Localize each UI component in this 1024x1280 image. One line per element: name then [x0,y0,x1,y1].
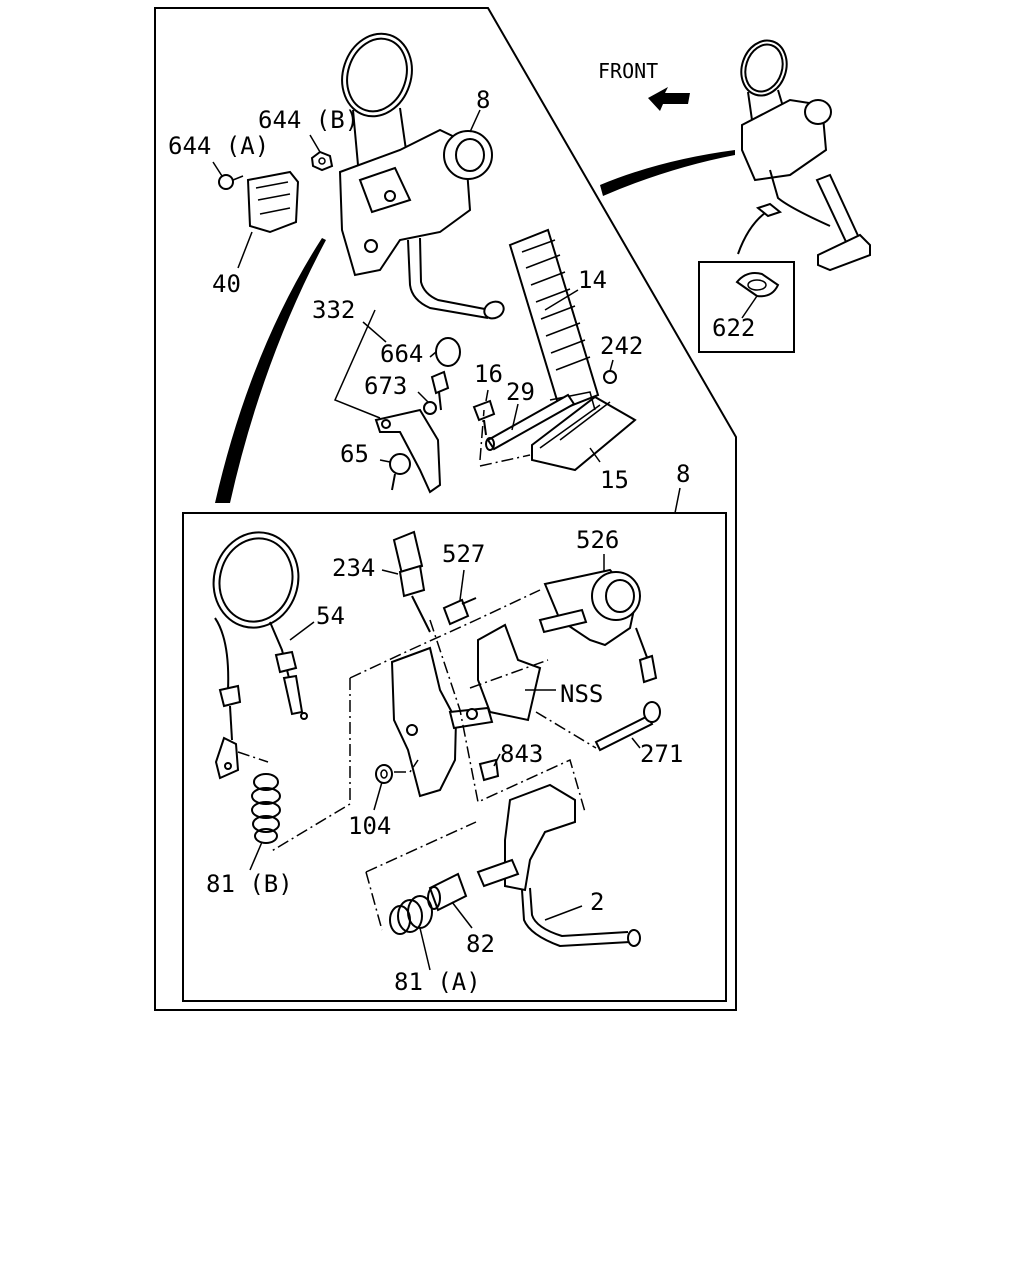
main-outline [154,7,737,1011]
detail-box-622 [698,261,795,353]
bushing-82 [427,872,468,912]
vehicle-location-thumbnail [740,39,871,272]
callout-54: 54 [316,602,345,630]
pin-29 [485,393,576,451]
assembly-line-e [365,821,477,873]
assembly-line-g [469,659,549,689]
assembly-line-top-b [479,454,531,467]
callout-81b: 81 (B) [206,870,293,898]
bracket-40 [246,170,300,234]
callout-2: 2 [590,888,604,916]
callout-644b: 644 (B) [258,106,359,134]
bolt-673 [430,370,450,411]
callout-673: 673 [364,372,407,400]
callout-644a: 644 (A) [168,132,269,160]
curved-arrow-left [215,238,326,503]
pedal-arm-2 [476,783,641,948]
callout-271: 271 [640,740,683,768]
bracket-332 [374,408,442,494]
callout-29: 29 [506,378,535,406]
callout-16: 16 [474,360,503,388]
nut-644a [218,174,244,190]
leader-lines [212,109,758,971]
assembly-line-d [365,871,383,931]
callout-664: 664 [380,340,423,368]
bolt-65 [389,453,411,491]
callout-622: 622 [712,314,755,342]
assembly-line-h [237,751,269,763]
front-arrow-icon [648,87,690,111]
assembly-line-b [269,678,351,853]
bolt-527 [442,597,477,626]
callout-527: 527 [442,540,485,568]
assembly-line-top-a [479,409,485,461]
callout-40: 40 [212,270,241,298]
pedal-module-assembly [338,32,505,320]
bolt-16 [472,399,496,436]
assembly-line-a [349,589,541,679]
callout-234: 234 [332,554,375,582]
accelerator-pedal-14 [508,228,600,412]
lever-assembly [390,646,494,798]
subassembly-box [182,512,727,1002]
gasket-622 [735,272,780,298]
nut-673 [423,401,437,415]
cap-664 [435,337,461,367]
nut-242 [603,370,617,384]
spring-81a [389,895,433,935]
callout-65: 65 [340,440,369,468]
callout-82: 82 [466,930,495,958]
callout-332: 332 [312,296,355,324]
callout-14: 14 [578,266,607,294]
cable-54 [212,531,308,780]
spring-81b [251,773,281,844]
pedal-base-15 [531,391,637,472]
callout-nss: NSS [560,680,603,708]
callout-104: 104 [348,812,391,840]
pin-271 [594,701,661,752]
nut-644b [310,150,334,172]
screw-843 [478,758,500,782]
callout-8-top: 8 [476,86,490,114]
callout-843: 843 [500,740,543,768]
assembly-line-f [535,711,597,749]
washer-104 [375,764,393,784]
callout-8-box: 8 [676,460,690,488]
switch-234 [392,530,431,633]
callout-15: 15 [600,466,629,494]
callout-242: 242 [600,332,643,360]
assembly-line-i [394,759,419,773]
actuator-526 [538,568,658,684]
front-label: FRONT [598,59,658,83]
curved-arrow-right [600,150,735,196]
bracket-nss [477,623,542,722]
callout-81a: 81 (A) [394,968,481,996]
callout-526: 526 [576,526,619,554]
